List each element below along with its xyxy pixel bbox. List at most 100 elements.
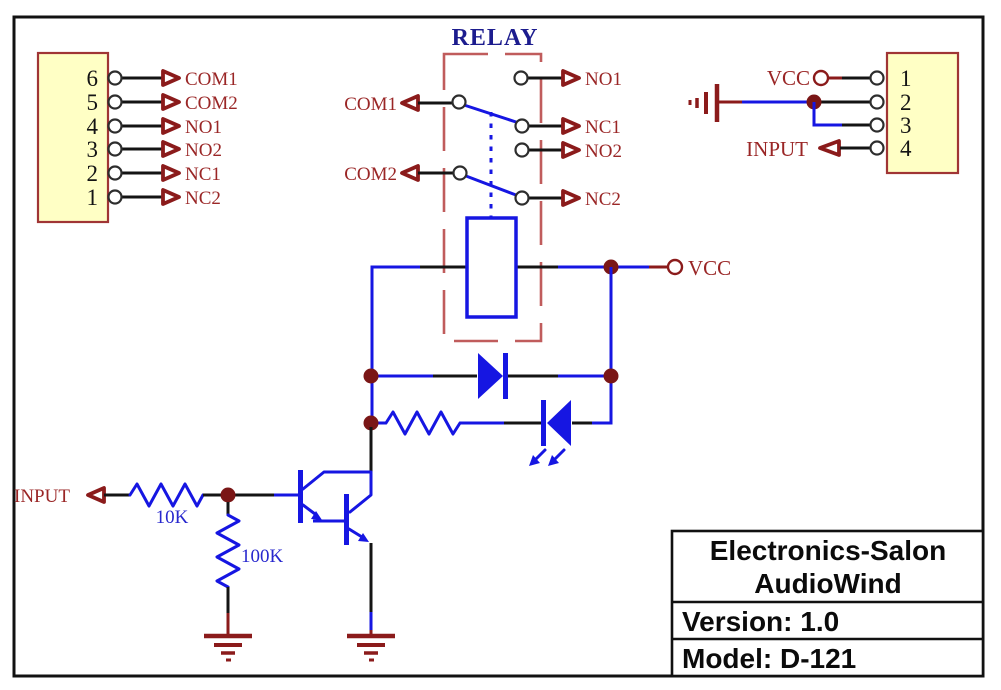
q1-base-bar: [298, 470, 303, 523]
title-block: Electronics-Salon AudioWind Version: 1.0…: [670, 529, 985, 678]
left-connector-body: [36, 51, 110, 224]
junction-dot: [603, 368, 619, 384]
terminal-circle: [107, 118, 123, 134]
led-triangle: [547, 400, 571, 446]
junction-dot: [363, 415, 379, 431]
q1-emitter-arrow: [311, 511, 322, 520]
flyback-diode-section: [363, 353, 619, 399]
relay-title: RELAY: [452, 25, 539, 51]
coil-left-wire: [370, 265, 420, 427]
company-name: Electronics-Salon: [710, 535, 947, 566]
model-text: Model: D-121: [682, 643, 856, 674]
pin-number: 4: [87, 114, 99, 139]
pin-number: 6: [87, 66, 99, 91]
signal-arrow-icon: [561, 189, 581, 207]
input-net-label: INPUT: [14, 486, 70, 507]
signal-arrow-icon: [400, 94, 420, 112]
q2-base-bar: [344, 494, 349, 545]
resistor-100k-label: 100K: [241, 546, 284, 567]
signal-arrow-icon: [161, 69, 181, 87]
relay-terminal-nc1: NC1: [514, 117, 621, 138]
title-block-frame: [670, 529, 985, 678]
terminal-circle: [452, 165, 468, 181]
right-connector: VCC 1 2 3: [688, 51, 960, 175]
brand-name: AudioWind: [754, 568, 901, 599]
q1-emitter: [301, 503, 317, 516]
relay-terminal-com2: COM2: [344, 164, 518, 197]
signal-arrow-icon: [561, 69, 581, 87]
pin-label: COM2: [185, 93, 238, 114]
signal-arrow-icon: [161, 188, 181, 206]
pin-number: 1: [900, 66, 912, 91]
terminal-circle: [514, 142, 530, 158]
relay-coil: [465, 216, 518, 319]
relay-terminal-no1: NO1: [513, 69, 622, 90]
terminal-circle: [107, 165, 123, 181]
pin-label: COM1: [185, 69, 238, 90]
page-border: [12, 15, 985, 678]
resistor-100k: [215, 513, 241, 589]
relay-outline: [442, 52, 543, 343]
pin-number: 2: [87, 161, 99, 186]
terminal-label: COM2: [344, 164, 397, 185]
input-stage: INPUT 10K 100K: [14, 427, 395, 662]
left-connector: 6 COM1 5 COM2 4 NO1 3 NO2 2: [36, 51, 238, 224]
relay-terminal-no2: NO2: [514, 141, 622, 162]
relay-block: RELAY NO1 COM1 NC1: [344, 25, 622, 343]
vcc-branch-wire: [592, 267, 613, 425]
ground-symbol: [347, 633, 395, 662]
version-text: Version: 1.0: [682, 606, 839, 637]
pin-number: 4: [900, 136, 912, 161]
pin-number: 1: [87, 185, 99, 210]
diode-cathode-bar: [503, 353, 508, 399]
left-pin-4: 4 NO1: [87, 114, 222, 139]
resistor-10k: [128, 482, 205, 508]
vcc-net-label: VCC: [688, 256, 731, 280]
led-section: [363, 400, 592, 466]
resistor-10k-label: 10K: [156, 507, 189, 528]
pin-number: 2: [900, 90, 912, 115]
right-pin-4: INPUT 4: [746, 136, 912, 161]
terminal-circle: [107, 94, 123, 110]
terminal-label: NO1: [585, 69, 622, 90]
pin-label: NO1: [185, 117, 222, 138]
ground-symbol: [204, 633, 252, 662]
vcc-terminal-circle: [812, 69, 830, 87]
relay-coil-section: VCC: [370, 216, 731, 427]
left-pin-5: 5 COM2: [87, 90, 238, 115]
right-pin-3: 3: [812, 102, 912, 138]
vcc-terminal-circle: [666, 258, 684, 276]
relay-terminal-com1: COM1: [344, 94, 518, 124]
signal-arrow-icon: [161, 93, 181, 111]
collector-path: [301, 470, 373, 514]
terminal-circle: [451, 94, 467, 110]
ground-symbol: [688, 84, 720, 122]
q2-emitter: [347, 527, 364, 539]
pin-circle: [869, 94, 885, 110]
wire: [812, 102, 842, 127]
switch-blade-1: [462, 103, 518, 124]
darlington-pair: [298, 427, 373, 636]
right-pin-1: VCC 1: [767, 66, 912, 91]
switch-blade-2: [464, 174, 518, 197]
junction-dot: [363, 368, 379, 384]
left-pin-2: 2 NC1: [87, 161, 221, 186]
input-label: INPUT: [746, 137, 808, 161]
signal-arrow-icon: [818, 139, 841, 157]
left-pin-6: 6 COM1: [87, 66, 238, 91]
signal-arrow-icon: [400, 164, 420, 182]
led-series-resistor: [384, 410, 462, 436]
pin-number: 3: [900, 113, 912, 138]
terminal-circle: [514, 118, 530, 134]
signal-arrow-icon: [86, 486, 106, 504]
q2-emitter-arrow: [358, 533, 369, 542]
terminal-label: COM1: [344, 94, 397, 115]
pin-circle: [869, 117, 885, 133]
terminal-label: NC1: [585, 117, 621, 138]
signal-arrow-icon: [561, 141, 581, 159]
led-cathode-bar: [541, 400, 546, 446]
led-emission-arrows-icon: [529, 448, 566, 466]
relay-terminal-nc2: NC2: [514, 189, 621, 210]
pin-label: NC1: [185, 164, 221, 185]
